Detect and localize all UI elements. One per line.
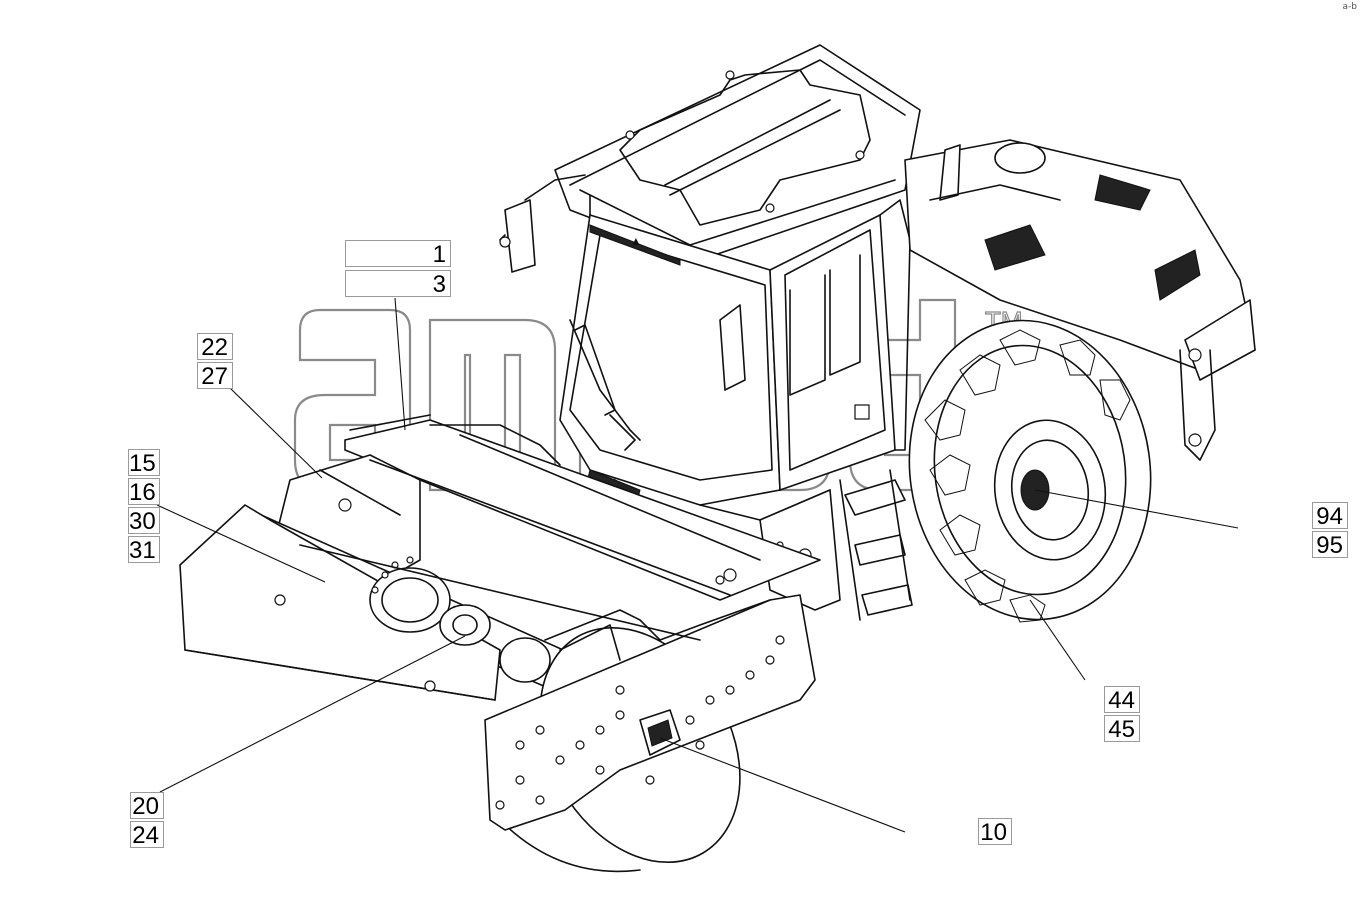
callout-44: 44 (1104, 686, 1140, 714)
mirror (499, 174, 586, 273)
callout-30: 30 (128, 507, 160, 535)
callout-16: 16 (128, 478, 160, 506)
corner-mark: a-b (1342, 2, 1357, 12)
callout-94: 94 (1312, 502, 1348, 530)
callout-24: 24 (130, 821, 164, 849)
drum-frame (179, 414, 821, 873)
callout-15: 15 (128, 449, 160, 477)
rear-wheel (908, 319, 1152, 623)
callout-45: 45 (1104, 715, 1140, 743)
cab-roof (554, 44, 921, 266)
callout-95: 95 (1312, 531, 1348, 559)
callout-20: 20 (130, 792, 164, 820)
steps-frame (759, 469, 913, 621)
callout-1: 1 (345, 240, 451, 268)
callout-31: 31 (128, 536, 160, 564)
callout-22: 22 (197, 333, 233, 361)
cab-body: ▲ (559, 199, 911, 521)
callout-3: 3 (345, 270, 451, 298)
plate-holes (495, 635, 785, 810)
engine-hood (904, 139, 1256, 461)
svg-text:▲: ▲ (630, 234, 642, 248)
leader-lines (156, 297, 1239, 833)
callout-10: 10 (978, 818, 1012, 846)
callout-27: 27 (197, 362, 233, 390)
